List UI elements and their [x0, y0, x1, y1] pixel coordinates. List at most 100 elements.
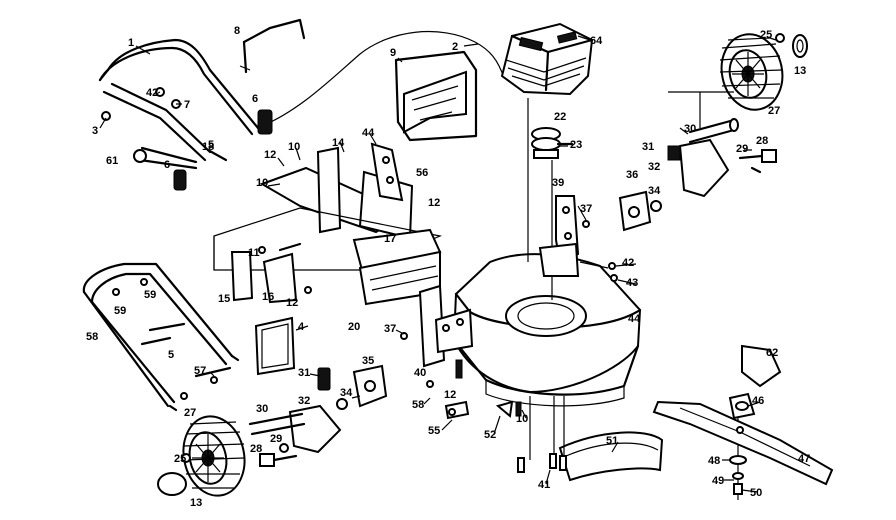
rear-wheel-upper [719, 33, 784, 111]
blade-stiffener [741, 344, 782, 388]
part-label: 42 [622, 257, 634, 269]
part-label: 30 [256, 403, 268, 415]
part-label: 58 [86, 331, 98, 343]
part-label: 48 [708, 455, 720, 467]
part-number-labels: 1 8 2 64 25 13 9 42 7 3 6 27 18 61 5 6 1… [86, 25, 810, 509]
part-label: 27 [768, 105, 780, 117]
part-label: 40 [414, 367, 426, 379]
part-label: 10 [256, 177, 268, 189]
rear-wheel-lower [182, 415, 246, 497]
left-side-brackets [230, 242, 312, 304]
part-label: 13 [190, 497, 202, 509]
baffle-51 [558, 431, 664, 482]
deck-frame [213, 146, 443, 306]
drive-bracket [538, 195, 580, 277]
part-label: 56 [416, 167, 428, 179]
part-label: 9 [390, 47, 396, 59]
part-label: 32 [648, 161, 660, 173]
leader-lines [99, 35, 777, 493]
part-label: 62 [766, 347, 778, 359]
engine [500, 22, 594, 96]
part-label: 1 [128, 37, 134, 49]
part-label: 59 [114, 305, 126, 317]
heat-shield [394, 50, 478, 142]
part-label: 10 [288, 141, 300, 153]
part-label: 58 [412, 399, 424, 411]
bolts-41 [517, 396, 567, 473]
wheel-height-adjuster [288, 364, 388, 454]
hubcap-upper [775, 33, 808, 58]
part-label: 3 [92, 125, 98, 137]
part-label: 18 [202, 141, 214, 153]
part-label: 55 [428, 425, 440, 437]
part-label: 25 [174, 453, 186, 465]
part-label: 6 [164, 159, 170, 171]
part-label: 39 [552, 177, 564, 189]
part-label: 10 [516, 413, 528, 425]
part-label: 5 [208, 139, 214, 151]
part-label: 6 [252, 93, 258, 105]
lower-handle [82, 262, 240, 412]
part-label: 31 [642, 141, 654, 153]
part-label: 29 [270, 433, 282, 445]
part-label: 25 [760, 29, 772, 41]
drive-pulley [531, 127, 574, 159]
left-axle [248, 412, 306, 467]
part-label: 35 [362, 355, 374, 367]
part-label: 57 [194, 365, 206, 377]
part-label: 28 [756, 135, 768, 147]
left-drive-bracket [400, 284, 474, 388]
part-label: 4 [298, 321, 305, 333]
handle-knobs [101, 87, 273, 191]
leader-line-wheel [668, 91, 734, 128]
bracket-44 [370, 142, 404, 202]
part-label: 32 [298, 395, 310, 407]
part-label: 13 [794, 65, 806, 77]
part-label: 44 [628, 313, 641, 325]
discharge-chute [254, 316, 296, 376]
mower-blade [652, 400, 834, 486]
part-label: 15 [218, 293, 230, 305]
part-label: 36 [626, 169, 638, 181]
part-label: 59 [144, 289, 156, 301]
part-label: 64 [590, 35, 603, 47]
part-label: 11 [248, 247, 260, 259]
part-label: 27 [184, 407, 196, 419]
part-label: 12 [264, 149, 276, 161]
part-label: 47 [798, 453, 810, 465]
part-label: 17 [384, 233, 396, 245]
part-label: 61 [106, 155, 118, 167]
upper-handle [98, 38, 260, 162]
mower-deck [452, 253, 642, 407]
part-label: 12 [428, 197, 440, 209]
part-label: 14 [332, 137, 345, 149]
part-label: 52 [484, 429, 496, 441]
part-label: 20 [348, 321, 360, 333]
part-label: 50 [750, 487, 762, 499]
part-label: 37 [580, 203, 592, 215]
handle-bracket [239, 18, 306, 74]
control-cable [261, 30, 505, 127]
part-label: 22 [554, 111, 566, 123]
part-label: 46 [752, 395, 764, 407]
part-label: 51 [606, 435, 618, 447]
part-label: 12 [286, 297, 298, 309]
part-label: 49 [712, 475, 724, 487]
hardware-42-43 [579, 261, 618, 282]
part-label: 2 [452, 41, 458, 53]
hubcap-lower [157, 453, 191, 496]
part-label: 34 [340, 387, 353, 399]
part-label: 23 [570, 139, 582, 151]
part-label: 12 [444, 389, 456, 401]
part-label: 5 [168, 349, 174, 361]
part-label: 42 [146, 87, 158, 99]
part-label: 34 [648, 185, 661, 197]
hardware-57 [180, 366, 232, 400]
part-label: 7 [184, 99, 190, 111]
part-label: 44 [362, 127, 375, 139]
deck-hardware [444, 400, 522, 420]
part-label: 28 [250, 443, 262, 455]
part-label: 31 [298, 367, 310, 379]
